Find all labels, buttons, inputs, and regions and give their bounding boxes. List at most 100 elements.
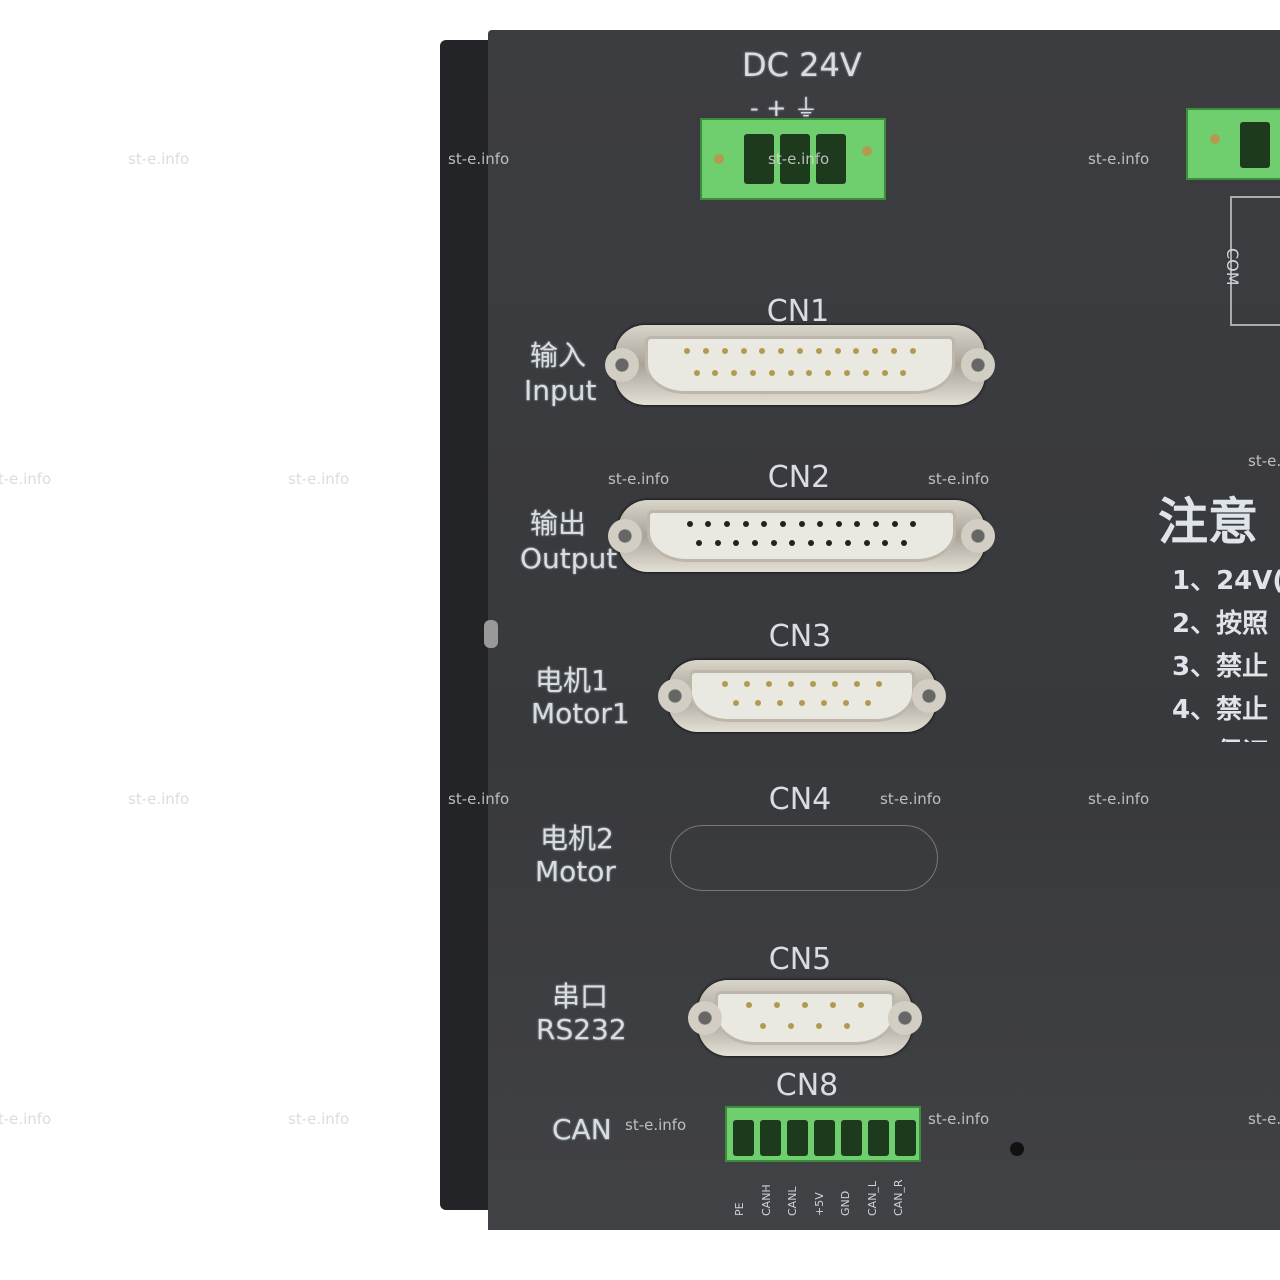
watermark: st-e.info (128, 150, 190, 168)
pin (743, 680, 750, 687)
screw-icon (688, 1001, 722, 1035)
notice-item: 1、24V( (1172, 566, 1280, 596)
pin (765, 680, 772, 687)
hole-icon (1010, 1142, 1024, 1156)
pin (714, 540, 721, 547)
watermark: st-e.info (1248, 452, 1280, 470)
pin (703, 348, 710, 355)
connector-insert (689, 670, 915, 722)
pin (797, 348, 803, 355)
cn5-en: RS232 (536, 1013, 627, 1046)
watermark: st-e.info (128, 790, 190, 808)
screw-icon (1210, 134, 1220, 144)
pin (742, 520, 749, 527)
terminal-slot (841, 1120, 862, 1156)
notice-item: 2、按照 (1172, 609, 1269, 639)
pin (844, 1022, 851, 1029)
pin (773, 1002, 780, 1009)
terminal-slot (760, 1120, 781, 1156)
pin (768, 370, 775, 376)
cn4-zh: 电机2 (540, 822, 614, 855)
cn3-connector[interactable] (658, 660, 946, 732)
watermark: st-e.info (768, 150, 830, 168)
notice-item: 5、保证 (1172, 732, 1280, 742)
cn8-terminal[interactable] (725, 1106, 921, 1162)
pin (865, 700, 872, 707)
pin (696, 540, 703, 547)
terminal-slot (868, 1120, 889, 1156)
pin (721, 348, 728, 355)
terminal-slot (895, 1120, 916, 1156)
watermark: st-e.info (625, 1116, 687, 1134)
can-label: CAN (552, 1113, 612, 1146)
pin (882, 540, 889, 547)
com-box: COM (1223, 196, 1280, 326)
pin (872, 348, 879, 355)
can-pin-label: CAN_L (865, 1180, 879, 1216)
can-pin-label: CAN_R (892, 1179, 905, 1216)
pin (787, 370, 794, 376)
pin (759, 348, 766, 355)
can-pin-label: +5V (812, 1192, 826, 1216)
screw-icon (608, 519, 642, 553)
screw-icon (484, 620, 498, 648)
pin (705, 520, 712, 527)
screw-icon (714, 154, 724, 164)
aux-terminal[interactable] (1186, 108, 1280, 180)
cn5-zh: 串口 (552, 980, 609, 1013)
terminal-slot (814, 1120, 835, 1156)
cn4-en: Motor (535, 855, 616, 888)
watermark: st-e.info (448, 790, 510, 808)
pin (815, 348, 822, 355)
watermark: st-e.info (608, 470, 670, 488)
pin (832, 680, 839, 687)
power-terminal[interactable] (700, 118, 886, 200)
notice-title: 注意 (1158, 493, 1258, 551)
pin (817, 520, 824, 527)
pin (807, 540, 814, 547)
connector-insert (715, 990, 895, 1046)
pin (740, 348, 747, 355)
com-label: COM (1223, 248, 1242, 286)
watermark: st-e.info (0, 1110, 52, 1128)
watermark: st-e.info (1248, 1110, 1280, 1128)
watermark: st-e.info (928, 1110, 990, 1128)
pin (881, 370, 888, 376)
pin (900, 370, 907, 376)
pin (830, 1002, 837, 1009)
terminal-slot (744, 134, 774, 184)
watermark: st-e.info (0, 470, 52, 488)
pin (863, 540, 870, 547)
screw-icon (961, 348, 995, 382)
notice-panel: 注意 1、24V( 2、按照 3、禁止 4、禁止 5、保证 (1158, 482, 1280, 742)
terminal-slot (733, 1120, 754, 1156)
pin (778, 348, 785, 355)
power-polarity: - + ⏚ (750, 94, 819, 122)
cn8-label: CN8 (775, 1068, 839, 1103)
cn1-connector[interactable] (605, 325, 995, 405)
pin (684, 348, 691, 355)
pin (825, 370, 832, 376)
cn3-zh: 电机1 (535, 664, 609, 697)
cn2-label: CN2 (767, 460, 831, 495)
watermark: st-e.info (1088, 150, 1150, 168)
pin (835, 520, 842, 527)
watermark: st-e.info (1088, 790, 1150, 808)
power-title: DC 24V (742, 46, 862, 84)
watermark: st-e.info (880, 790, 942, 808)
pin (693, 370, 700, 376)
pin (910, 520, 917, 527)
cn2-connector[interactable] (608, 500, 995, 572)
cn5-connector[interactable] (688, 980, 922, 1056)
screw-icon (605, 348, 639, 382)
terminal-slot (780, 134, 810, 184)
pin (721, 680, 728, 687)
pin (787, 680, 794, 687)
terminal-slot (1240, 122, 1270, 168)
pin (733, 540, 740, 547)
pin (761, 520, 768, 527)
can-pin-label: PE (733, 1202, 746, 1216)
pin (712, 370, 719, 376)
pin (873, 520, 880, 527)
pin (731, 370, 738, 376)
